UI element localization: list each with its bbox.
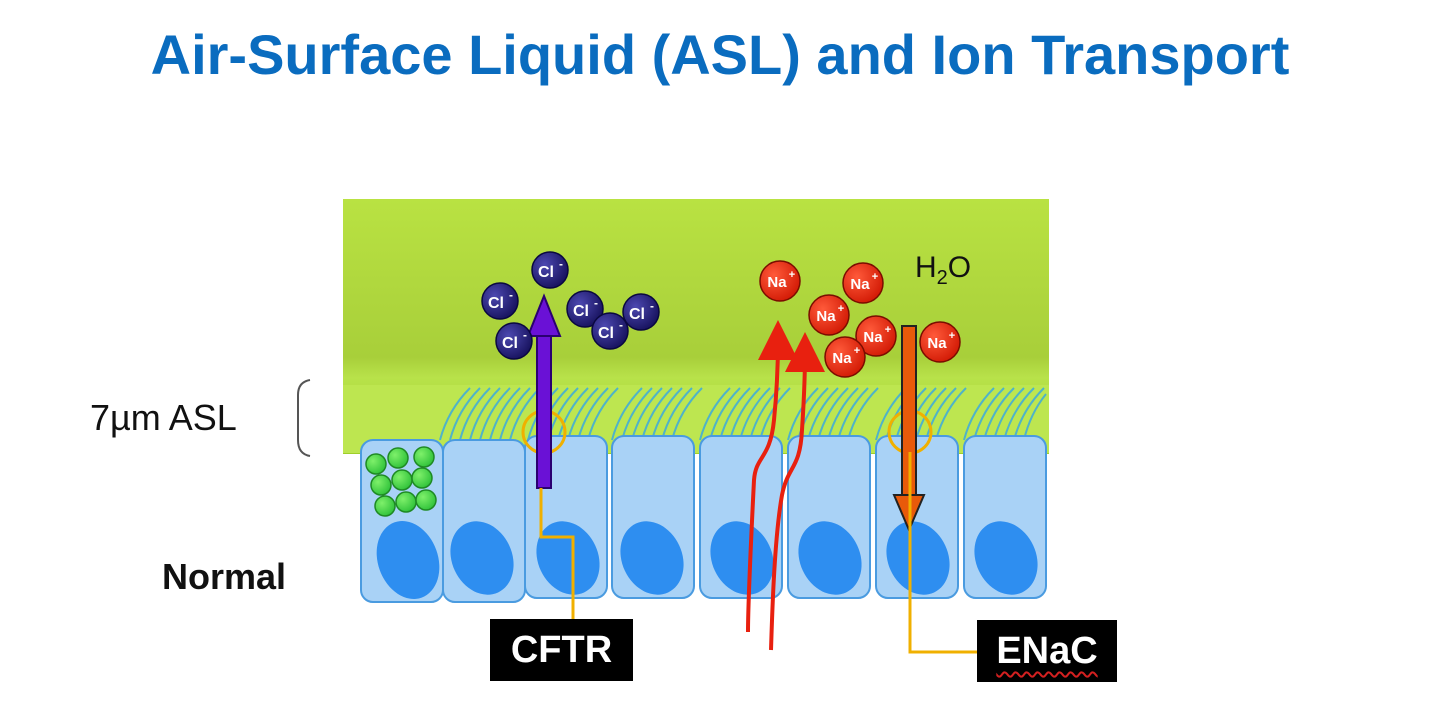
cftr-label: CFTR [490, 619, 633, 681]
sodium-ion-symbol: Na [767, 274, 787, 291]
chloride-ion: Cl - [495, 322, 533, 360]
water-label: H2O [915, 251, 971, 289]
cftr-pointer-line [539, 488, 575, 619]
water-label-h: H [915, 251, 937, 284]
sodium-ion-charge: + [872, 271, 878, 283]
sodium-ion-symbol: Na [863, 329, 883, 346]
chloride-ion-charge: - [650, 299, 654, 313]
enac-label: ENaC [977, 620, 1117, 682]
cftr-chloride-arrow [526, 293, 562, 489]
asl-bracket [297, 379, 311, 457]
sodium-ion-symbol: Na [832, 350, 852, 367]
chloride-ion: Cl - [591, 312, 629, 350]
chloride-ion-charge: - [619, 318, 623, 332]
sodium-ion: Na + [842, 262, 884, 304]
asl-height-label: 7µm ASL [90, 397, 237, 438]
chloride-ion-charge: - [523, 328, 527, 342]
sodium-ion-charge: + [854, 345, 860, 357]
page-title: Air-Surface Liquid (ASL) and Ion Transpo… [150, 23, 1290, 86]
enac-pointer-line [908, 452, 977, 654]
chloride-ion: Cl - [481, 282, 519, 320]
sodium-ion-charge: + [838, 303, 844, 315]
chloride-ion-charge: - [559, 257, 563, 271]
water-flow-arrows [746, 320, 825, 651]
sodium-ion-symbol: Na [850, 276, 870, 293]
sodium-ion: Na + [824, 336, 866, 378]
water-label-o: O [948, 251, 971, 284]
sodium-ion-charge: + [949, 330, 955, 342]
chloride-ion-symbol: Cl [538, 264, 554, 281]
sodium-ion: Na + [919, 321, 961, 363]
chloride-ion: Cl - [566, 290, 604, 328]
sodium-ion-charge: + [885, 324, 891, 336]
chloride-ion-symbol: Cl [573, 303, 589, 320]
condition-label: Normal [162, 556, 287, 597]
sodium-ion-charge: + [789, 269, 795, 281]
chloride-ion: Cl - [531, 251, 569, 289]
chloride-ion: Cl - [622, 293, 660, 331]
sodium-ion: Na + [808, 294, 850, 336]
sodium-ion-symbol: Na [816, 308, 836, 325]
sodium-ion: Na + [759, 260, 801, 302]
chloride-ion-charge: - [594, 296, 598, 310]
chloride-ion-symbol: Cl [598, 325, 614, 342]
chloride-ion-symbol: Cl [488, 295, 504, 312]
cell-nuclei [376, 521, 1038, 599]
chloride-ion-symbol: Cl [502, 335, 518, 352]
water-label-subscript: 2 [937, 267, 948, 289]
sodium-ion: Na + [855, 315, 897, 357]
sodium-ion-symbol: Na [927, 335, 947, 352]
mucus-granules [365, 446, 437, 517]
chloride-ion-symbol: Cl [629, 306, 645, 323]
chloride-ion-charge: - [509, 288, 513, 302]
